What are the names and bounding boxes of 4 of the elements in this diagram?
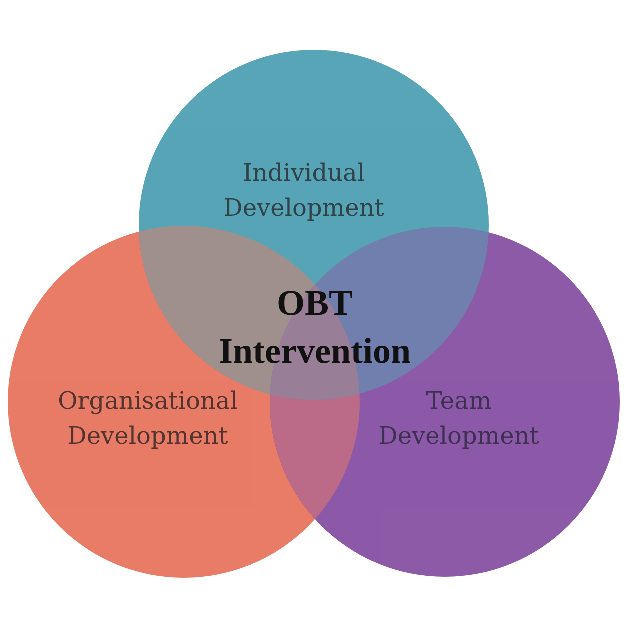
center-label: OBT Intervention xyxy=(219,282,411,373)
circle-label: Team Development xyxy=(378,386,540,452)
circle-label: Organisational Development xyxy=(57,386,239,452)
circle-label: Individual Development xyxy=(222,158,386,224)
